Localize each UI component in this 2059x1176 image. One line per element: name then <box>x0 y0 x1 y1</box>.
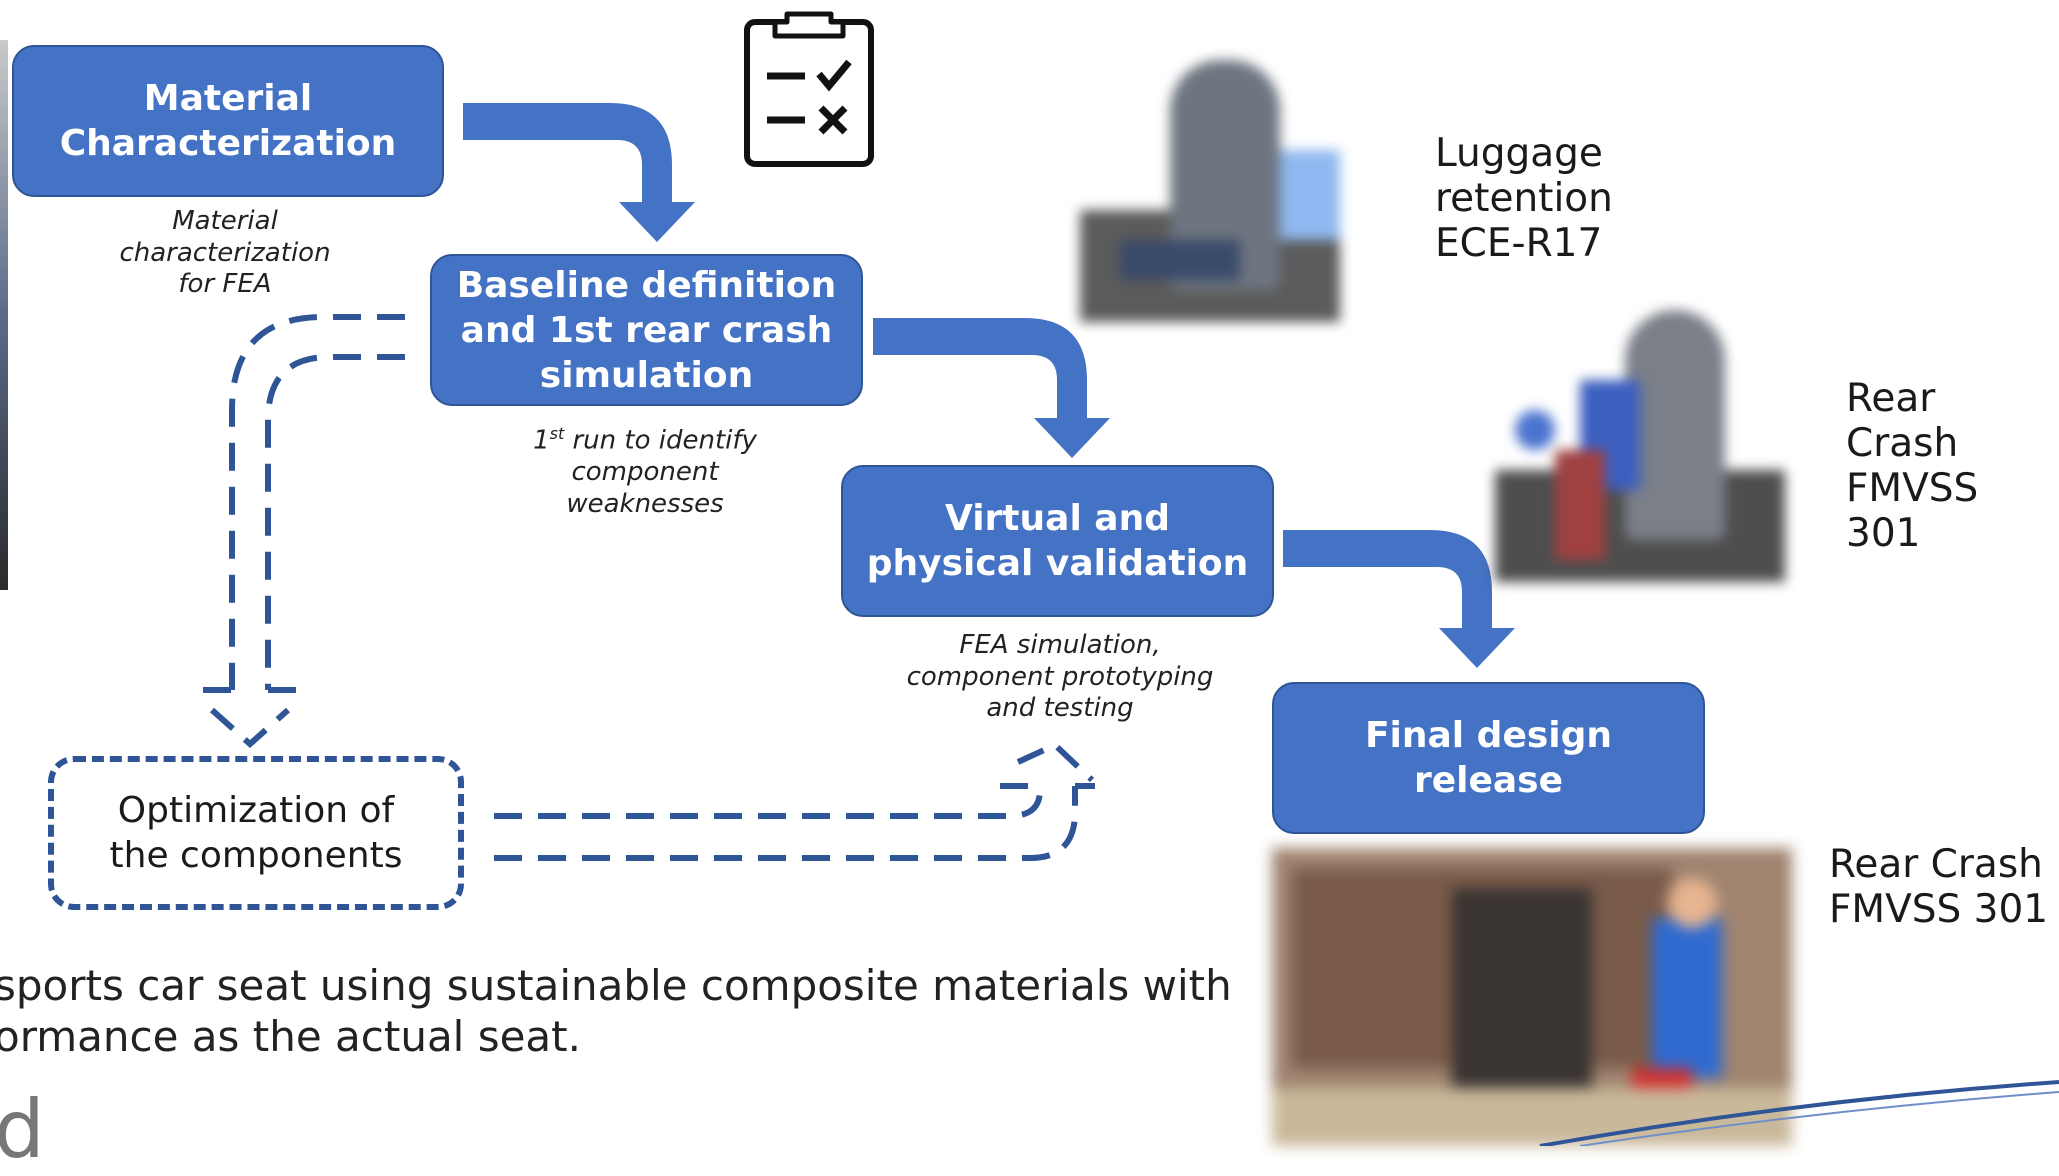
arrow-validation-to-final <box>1283 530 1515 668</box>
partial-letter: d <box>0 1083 45 1176</box>
box-label: and 1st rear crash <box>460 309 833 351</box>
box-label: Material <box>143 78 313 119</box>
label-line: Luggage <box>1435 131 1603 176</box>
caption-line: FEA simulation, <box>959 630 1161 660</box>
box-label: Characterization <box>59 123 397 164</box>
arrow-material-to-baseline <box>463 103 695 242</box>
virtual-physical-validation-box: Virtual and physical validation <box>841 465 1274 617</box>
caption-line: weaknesses <box>566 489 724 520</box>
label-line: ECE-R17 <box>1435 220 1603 266</box>
arrow-baseline-to-validation <box>873 318 1110 458</box>
optimization-box: Optimization of the components <box>48 756 464 910</box>
decorative-swoosh <box>1539 1080 2059 1146</box>
luggage-retention-label: Luggage retention ECE-R17 <box>1435 131 1613 267</box>
dashed-arrow-optimization-to-validation <box>494 786 1043 819</box>
caption-text: run to identify <box>564 425 757 456</box>
caption-line: characterization <box>119 237 331 268</box>
caption-line: component <box>571 457 719 488</box>
label-line: Rear Crash <box>1846 376 1959 466</box>
material-characterization-box: Material Characterization <box>12 45 444 197</box>
rear-crash-test-photo <box>1272 848 1792 1146</box>
box-label: physical validation <box>866 543 1249 584</box>
dashed-arrow-baseline-to-optimization <box>229 314 405 690</box>
caption-superscript: st <box>549 424 565 443</box>
caption-line: and testing <box>986 693 1134 724</box>
caption-line: Material <box>172 206 278 236</box>
box-label: release <box>1413 760 1564 801</box>
rear-crash-label-1: Rear Crash FMVSS 301 <box>1846 376 2059 556</box>
caption-line: for FEA <box>178 269 272 300</box>
box-label: Final design <box>1364 715 1613 756</box>
luggage-retention-photo <box>1080 50 1340 322</box>
box-label: Baseline definition <box>456 264 837 306</box>
caption-line: 1st run to identify <box>505 424 785 457</box>
validation-caption: FEA simulation, component prototyping an… <box>880 630 1240 725</box>
objective-text: sports car seat using sustainable compos… <box>0 960 1232 1062</box>
objective-line-2: ormance as the actual seat. <box>0 1012 581 1062</box>
left-edge-image-fragment <box>0 40 8 590</box>
checklist-icon <box>744 11 874 167</box>
box-label: Optimization of <box>117 790 395 831</box>
label-line: retention <box>1435 175 1613 221</box>
label-line: FMVSS 301 <box>1846 465 1979 556</box>
box-label: the components <box>109 835 403 876</box>
label-line: Rear Crash <box>1829 842 2043 887</box>
baseline-caption: 1st run to identify component weaknesses <box>505 424 785 521</box>
rear-crash-label-2: Rear Crash FMVSS 301 <box>1829 842 2049 933</box>
flow-arrows <box>203 103 1515 861</box>
caption-line: component prototyping <box>906 661 1214 692</box>
baseline-definition-box: Baseline definition and 1st rear crash s… <box>430 254 863 406</box>
box-label: Virtual and <box>944 498 1171 539</box>
caption-ordinal: 1 <box>533 425 550 456</box>
rear-crash-simulation-photo <box>1495 300 1785 582</box>
box-label: simulation <box>539 354 754 396</box>
final-design-release-box: Final design release <box>1272 682 1705 834</box>
material-caption: Material characterization for FEA <box>95 206 355 301</box>
objective-line-1: sports car seat using sustainable compos… <box>0 961 1232 1010</box>
label-line: FMVSS 301 <box>1829 886 2049 932</box>
